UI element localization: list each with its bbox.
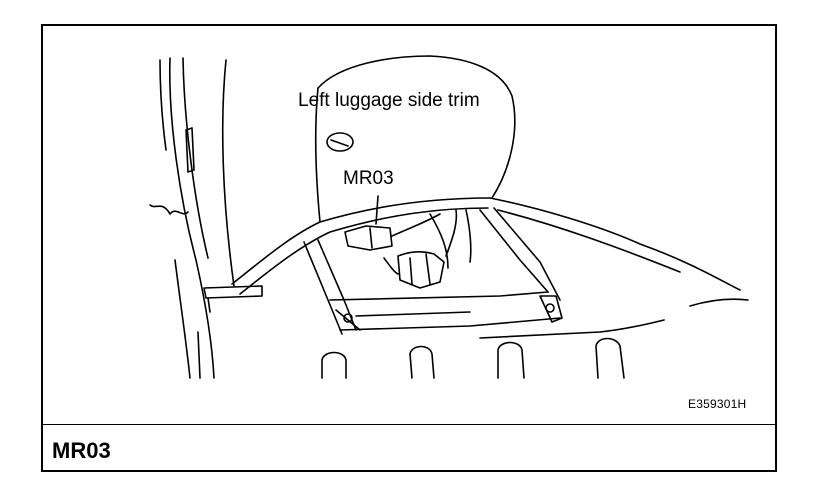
figure-code: E359301H [688,397,747,411]
caption-divider [41,424,777,425]
frame-top-border [41,24,777,26]
frame-right-border [775,24,777,472]
mr03-connector-assembly [344,195,472,289]
floor-bracket [303,207,563,335]
frame-left-border [41,24,43,472]
figure-caption: MR03 [52,438,111,463]
frame-bottom-border [41,470,777,472]
trim-callout-label: Left luggage side trim [298,90,480,111]
side-trim-panel [315,55,516,223]
body-side-panel [149,57,235,379]
trunk-rail [203,197,741,313]
floor-ribs [321,298,749,379]
connector-callout-label: MR03 [343,168,394,189]
